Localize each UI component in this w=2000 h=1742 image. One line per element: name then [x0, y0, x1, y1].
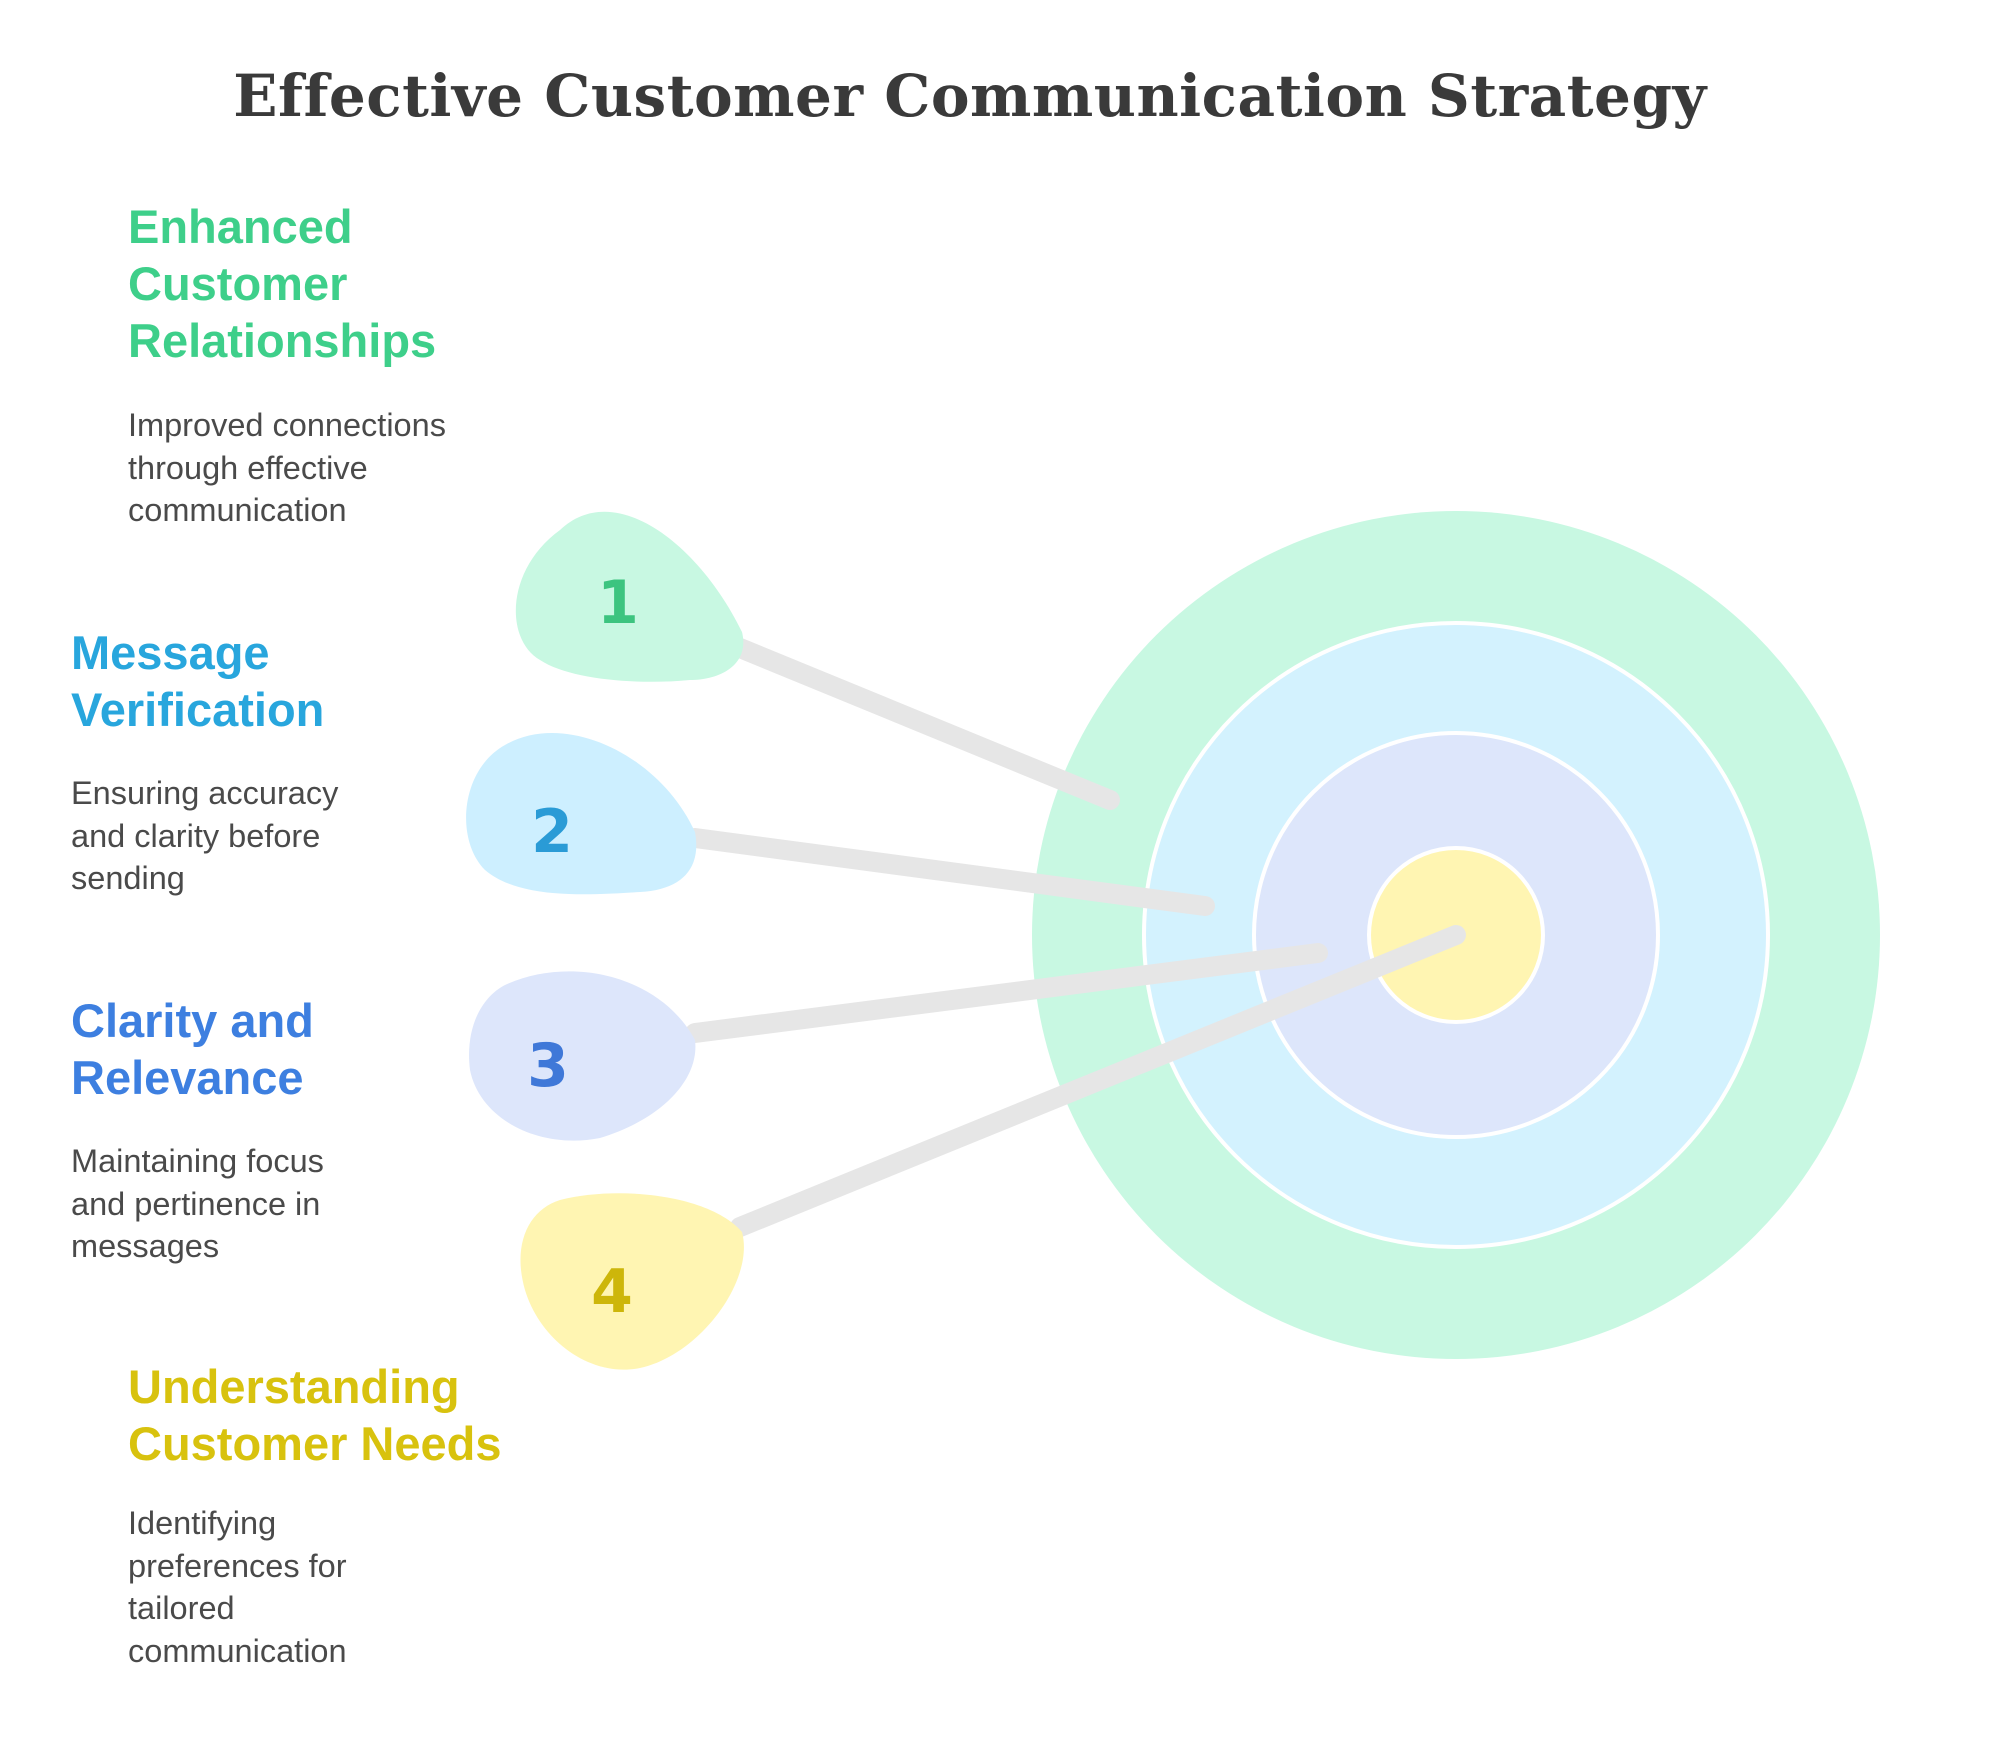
- arrow-shaft-4: [730, 925, 1466, 1237]
- diagram-title: Effective Customer Communication Strateg…: [233, 62, 1707, 130]
- badge-3-shape: [469, 971, 696, 1141]
- badge-2: 2: [466, 732, 697, 895]
- arrow-shaft-3: [685, 943, 1328, 1043]
- badge-1: 1: [515, 511, 744, 682]
- badge-1-number: 1: [597, 568, 639, 638]
- arrow-shaft-1: [730, 638, 1120, 810]
- item-1-description: Improved connections through effective c…: [128, 407, 446, 528]
- item-1-heading: Enhanced Customer Relationships: [128, 200, 437, 367]
- badge-4-number: 4: [591, 1257, 633, 1327]
- badge-3: 3: [469, 971, 696, 1141]
- arrow-shafts: [685, 638, 1466, 1237]
- item-2-heading: Message Verification: [71, 626, 325, 736]
- item-4-heading: Understanding Customer Needs: [128, 1360, 502, 1470]
- badge-2-shape: [466, 732, 697, 895]
- item-2-description: Ensuring accuracy and clarity before sen…: [71, 775, 339, 896]
- badge-2-number: 2: [531, 797, 573, 867]
- item-3-heading: Clarity and Relevance: [71, 994, 314, 1104]
- badge-1-shape: [515, 511, 744, 682]
- arrow-shaft-2: [685, 828, 1215, 916]
- item-3-description: Maintaining focus and pertinence in mess…: [71, 1143, 324, 1264]
- badge-4-shape: [520, 1193, 744, 1370]
- badge-3-number: 3: [527, 1031, 569, 1101]
- item-4-description: Identifying preferences for tailored com…: [128, 1505, 347, 1669]
- badge-4: 4: [520, 1193, 744, 1370]
